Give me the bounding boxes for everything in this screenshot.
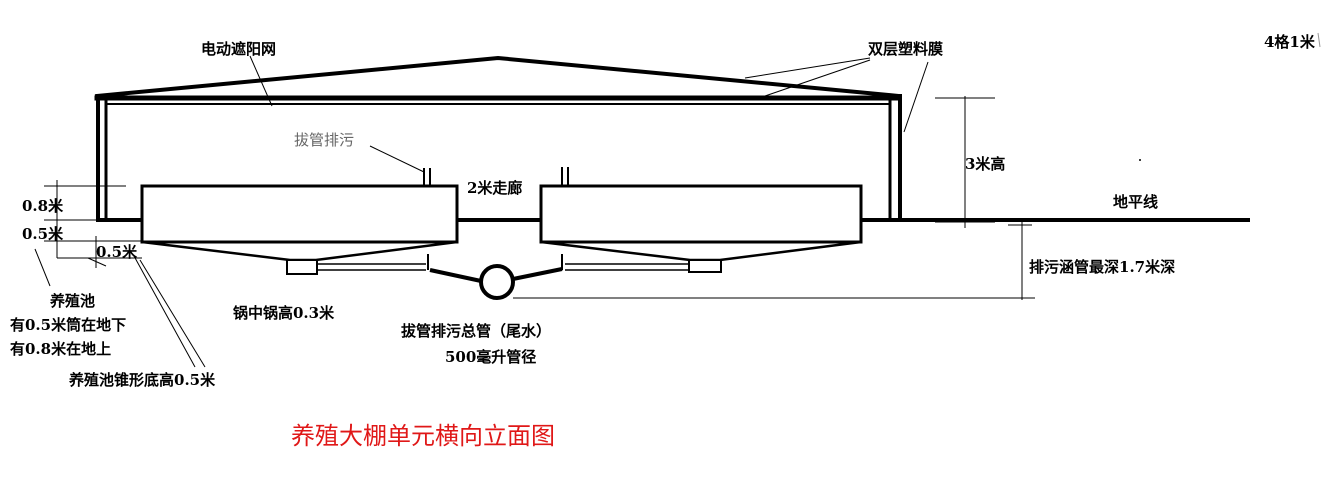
label-grid-note: 4格1米 (1264, 33, 1316, 51)
stray-dot (1139, 159, 1141, 161)
diagram-title: 养殖大棚单元横向立面图 (291, 422, 555, 450)
greenhouse-frame (94, 55, 1250, 222)
label-cone-note: 养殖池锥形底高0.5米 (68, 371, 216, 389)
label-pot-height: 锅中锅高0.3米 (233, 304, 335, 322)
drain-system (317, 254, 1035, 300)
tank-right-sump (688, 259, 722, 273)
label-dim-below: 0.5米 (22, 225, 64, 243)
label-tank-note-1: 有0.5米筒在地下 (10, 316, 126, 334)
tank-right-cone (540, 240, 862, 262)
label-dim-cone: 0.5米 (96, 243, 138, 261)
tank-left (140, 184, 459, 244)
tank-right (539, 184, 863, 244)
label-main-pipe: 拔管排污总管（尾水） (401, 322, 551, 340)
label-drain-depth: 排污涵管最深1.7米深 (1029, 258, 1175, 276)
label-height: 3米高 (965, 155, 1005, 173)
label-ground-line: 地平线 (1113, 193, 1158, 211)
tank-left-sump (286, 259, 318, 275)
drain-right-feed (512, 267, 563, 281)
label-dim-above: 0.8米 (22, 197, 64, 215)
label-corridor: 2米走廊 (467, 179, 522, 197)
leader-film-3 (903, 61, 929, 133)
culture-tanks (140, 167, 863, 275)
main-drain-pipe (479, 264, 515, 300)
roof-film (94, 55, 902, 99)
leader-shade-net (249, 55, 273, 107)
label-shade-net: 电动遮阳网 (201, 40, 276, 58)
leader-cone-2 (133, 255, 196, 368)
label-double-film: 双层塑料膜 (868, 40, 943, 58)
leader-film-2 (764, 59, 871, 97)
label-pipe-diameter: 500毫升管径 (445, 348, 536, 366)
diagram-labels: 电动遮阳网 双层塑料膜 4格1米 拔管排污 2米走廊 3米高 地平线 0.8米 … (10, 33, 1316, 450)
leader-pipe-outlet (369, 145, 425, 173)
drain-left-feed (429, 268, 482, 283)
dimension-lines (34, 55, 1032, 368)
leader-film-1 (744, 57, 871, 79)
tank-left-cone (141, 240, 458, 262)
stray-mark (1317, 32, 1321, 48)
label-pipe-outlet: 拔管排污 (294, 131, 354, 149)
label-tank-name: 养殖池 (49, 292, 95, 310)
leader-tank (34, 248, 51, 287)
label-tank-note-2: 有0.8米在地上 (10, 340, 111, 358)
leader-cone (139, 259, 206, 368)
